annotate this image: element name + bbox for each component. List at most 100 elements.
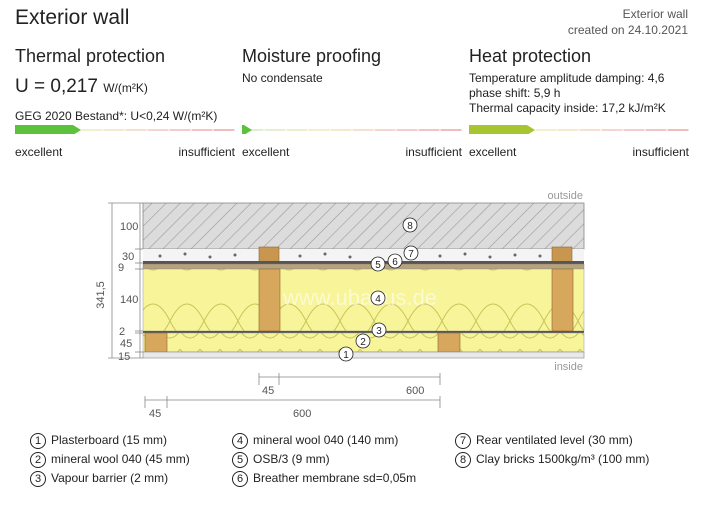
inside-label: inside xyxy=(554,361,583,373)
moisture-scale-labels: excellent insufficient xyxy=(242,145,462,159)
heat-heading: Heat protection xyxy=(469,46,592,66)
dim-batten-spacing: 600 xyxy=(293,408,311,420)
service-batten-left xyxy=(144,332,168,353)
left-dimension-lines xyxy=(108,202,143,359)
marker-7: 7 xyxy=(403,245,419,261)
moisture-rating-arrow xyxy=(242,125,252,134)
meta-date: created on 24.10.2021 xyxy=(567,23,688,37)
svg-text:1: 1 xyxy=(343,350,349,361)
wall-section-diagram: outside www.ubakus.de inside 3 xyxy=(95,190,585,420)
scale-segment xyxy=(169,129,191,131)
marker-4: 4 xyxy=(370,290,386,306)
dim-brick: 100 xyxy=(120,221,138,233)
dim-wool-45: 45 xyxy=(120,338,132,350)
marker-2: 2 xyxy=(355,333,371,349)
dim-stud-spacing: 600 xyxy=(406,385,424,397)
dim-batten-width: 45 xyxy=(149,408,161,420)
svg-text:4: 4 xyxy=(375,294,381,305)
scale-segment xyxy=(645,129,667,131)
moisture-status: No condensate xyxy=(242,71,323,85)
layer-clay-bricks xyxy=(142,202,585,250)
scale-segment xyxy=(81,129,103,131)
svg-text:3: 3 xyxy=(376,326,382,337)
svg-text:7: 7 xyxy=(408,249,414,260)
scale-segment xyxy=(667,129,689,131)
scale-segment xyxy=(418,129,440,131)
heat-scale-labels: excellent insufficient xyxy=(469,145,689,159)
marker-5: 5 xyxy=(370,256,386,272)
scale-segment xyxy=(191,129,213,131)
layer-markers: 1 2 3 4 5 6 7 8 xyxy=(338,217,419,362)
page-meta: Exterior wall created on 24.10.2021 xyxy=(568,6,688,38)
svg-text:8: 8 xyxy=(407,221,413,232)
marker-6: 6 xyxy=(387,253,403,269)
scale-segment xyxy=(286,129,308,131)
heat-amplitude: Temperature amplitude damping: 4,6 xyxy=(469,71,665,85)
scale-segment xyxy=(579,129,601,131)
heat-details: Temperature amplitude damping: 4,6 phase… xyxy=(469,71,666,116)
moisture-heading: Moisture proofing xyxy=(242,46,382,66)
scale-segment xyxy=(330,129,352,131)
heat-label-excellent: excellent xyxy=(469,145,517,159)
scale-segment xyxy=(623,129,645,131)
batten-right xyxy=(551,246,573,264)
marker-3: 3 xyxy=(371,322,387,338)
layer-rear-ventilated xyxy=(143,249,584,263)
moisture-label-excellent: excellent xyxy=(242,145,290,159)
scale-segment xyxy=(601,129,623,131)
service-batten-right xyxy=(437,332,461,353)
scale-segment xyxy=(374,129,396,131)
dim-ventilation: 30 xyxy=(122,251,134,263)
outside-label: outside xyxy=(548,190,583,202)
u-value-unit: W/(m²K) xyxy=(103,81,148,95)
scale-segment xyxy=(242,129,264,131)
watermark: www.ubakus.de xyxy=(282,285,437,310)
svg-text:2: 2 xyxy=(360,337,366,348)
scale-segment xyxy=(557,129,579,131)
thermal-scale-labels: excellent insufficient xyxy=(15,145,235,159)
heat-label-insufficient: insufficient xyxy=(632,145,689,159)
total-thickness-label: 341,5 xyxy=(95,281,107,309)
scale-segment xyxy=(264,129,286,131)
ventilation-dots xyxy=(158,252,542,259)
layer-osb xyxy=(142,263,585,270)
scale-segment xyxy=(308,129,330,131)
dim-osb: 9 xyxy=(118,262,124,274)
moisture-label-insufficient: insufficient xyxy=(405,145,462,159)
layer-dimension-labels: 100 30 9 140 2 45 15 xyxy=(118,221,138,363)
thermal-label-insufficient: insufficient xyxy=(178,145,235,159)
scale-segment xyxy=(440,129,462,131)
thermal-requirement: GEG 2020 Bestand*: U<0,24 W/(m²K) xyxy=(15,109,218,123)
bottom-dimension-labels: 45 600 45 600 xyxy=(149,385,424,420)
layer-breather-membrane xyxy=(143,261,584,264)
moisture-rating-scale xyxy=(242,125,462,134)
meta-component: Exterior wall xyxy=(622,7,688,21)
bottom-dimension-lines xyxy=(144,373,441,408)
scale-segment xyxy=(213,129,235,131)
heat-rating-scale xyxy=(469,125,689,134)
thermal-heading: Thermal protection xyxy=(15,46,166,66)
heat-capacity: Thermal capacity inside: 17,2 kJ/m²K xyxy=(469,101,666,115)
thermal-rating-scale xyxy=(15,125,235,134)
dim-plasterboard: 15 xyxy=(118,351,130,363)
thermal-rating-arrow xyxy=(15,125,81,134)
layer-vapour-barrier xyxy=(143,331,584,333)
scale-segment xyxy=(396,129,418,131)
marker-8: 8 xyxy=(402,217,418,233)
svg-text:5: 5 xyxy=(375,260,381,271)
scale-segment xyxy=(125,129,147,131)
u-value: U = 0,217 W/(m²K) xyxy=(15,76,148,98)
stud-left xyxy=(258,268,281,332)
layer-mineral-wool-140 xyxy=(142,268,585,332)
